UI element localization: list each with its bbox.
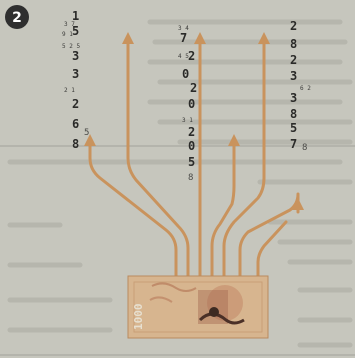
- svg-text:3: 3: [72, 67, 79, 81]
- svg-text:1: 1: [72, 9, 79, 23]
- flow-line-6: [238, 192, 300, 280]
- step-badge-number: 2: [12, 10, 22, 26]
- digit-column-right: 2 8 2 3 6 2 3 8 5 7 8: [290, 19, 311, 153]
- svg-text:7: 7: [180, 31, 187, 45]
- svg-text:0: 0: [188, 139, 195, 153]
- flow-line-5: [222, 38, 266, 280]
- svg-text:2: 2: [290, 19, 297, 33]
- svg-text:5: 5: [290, 121, 297, 135]
- svg-text:4 5: 4 5: [178, 53, 189, 60]
- svg-text:3: 3: [290, 91, 297, 105]
- digit-column-left: 3 7 9 1 1 5 5 2 5 3 3 2 1 2 6 8 5: [62, 9, 89, 151]
- arrowhead-icon: [194, 32, 206, 44]
- svg-text:3: 3: [72, 49, 79, 63]
- svg-text:8: 8: [290, 37, 297, 51]
- svg-text:8: 8: [290, 107, 297, 121]
- svg-text:5: 5: [188, 155, 195, 169]
- svg-text:5 2 5: 5 2 5: [62, 43, 80, 50]
- flow-line-4: [210, 140, 236, 280]
- svg-text:0: 0: [182, 67, 189, 81]
- svg-text:3 7: 3 7: [64, 21, 75, 28]
- svg-text:2 1: 2 1: [64, 87, 75, 94]
- svg-text:5: 5: [72, 24, 79, 38]
- svg-text:6: 6: [72, 117, 79, 131]
- svg-text:2: 2: [290, 53, 297, 67]
- money-flow-arrows: [84, 32, 304, 282]
- arrowhead-icon: [84, 134, 96, 146]
- banknote-denomination: 1000: [132, 304, 145, 331]
- flow-line-1: [88, 140, 178, 280]
- flow-line-7: [256, 220, 288, 282]
- arrowhead-icon: [228, 134, 240, 146]
- svg-text:2: 2: [188, 125, 195, 139]
- svg-text:5: 5: [84, 128, 89, 138]
- newspaper-background: [0, 19, 355, 356]
- svg-text:7: 7: [290, 137, 297, 151]
- svg-text:3: 3: [290, 69, 297, 83]
- arrowhead-icon: [292, 198, 304, 210]
- svg-text:0: 0: [188, 97, 195, 111]
- svg-text:8: 8: [188, 173, 193, 183]
- digit-column-middle: 3 4 7 2 4 5 0 2 0 3 1 2 0 5 8: [178, 25, 197, 183]
- banknote: 1000: [127, 275, 269, 339]
- svg-text:8: 8: [72, 137, 79, 151]
- svg-text:9 1: 9 1: [62, 31, 73, 38]
- flow-line-2: [126, 38, 190, 280]
- svg-text:3 4: 3 4: [178, 25, 189, 32]
- step-badge: 2: [5, 5, 29, 29]
- svg-text:8: 8: [302, 143, 307, 153]
- arrowhead-icon: [258, 32, 270, 44]
- svg-text:6 2: 6 2: [300, 85, 311, 92]
- arrowhead-icon: [122, 32, 134, 44]
- svg-text:2: 2: [190, 81, 197, 95]
- svg-text:2: 2: [188, 49, 195, 63]
- svg-text:3 1: 3 1: [182, 117, 193, 124]
- svg-text:2: 2: [72, 97, 79, 111]
